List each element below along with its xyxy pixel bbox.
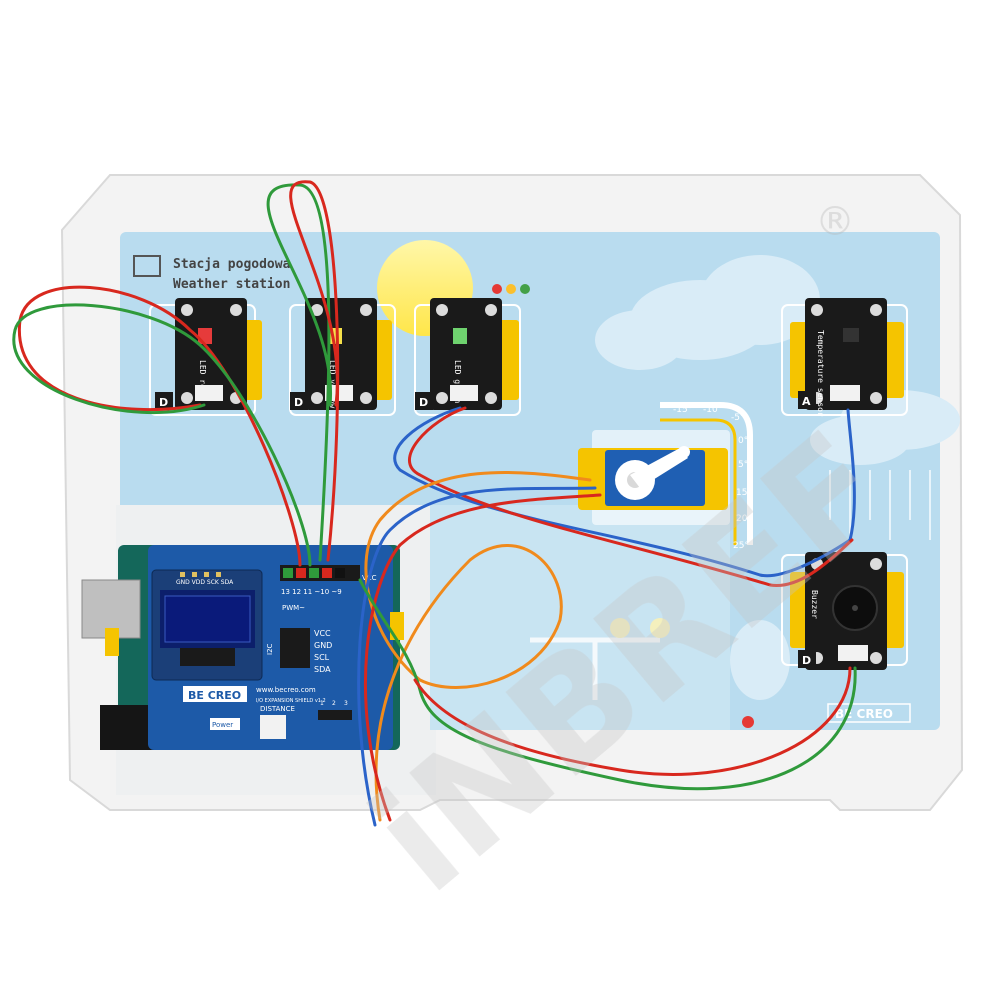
- scale-tick-5: 15°: [736, 488, 752, 498]
- led-red-port: D: [159, 396, 168, 409]
- title-pl: Stacja pogodowa: [173, 257, 291, 272]
- led-green-module: LED green D: [414, 298, 521, 416]
- buzzer-port: D: [802, 654, 811, 667]
- bottom-pin-2: 2: [332, 700, 336, 707]
- scale-tick-3: 0°: [738, 436, 748, 446]
- wires: [12, 180, 857, 827]
- cloud-decoration: [595, 255, 960, 700]
- led-green-label: LED green: [453, 360, 462, 404]
- i2c-pin-sda: SDA: [314, 665, 331, 674]
- temperature-label: Temperature sensor: [816, 330, 825, 417]
- thermometer-scale: -15° -10° -5° 0° 5° 15° 20° 25°: [660, 402, 753, 551]
- bottom-pin-3: 3: [344, 700, 348, 707]
- svg-text:BE CREO: BE CREO: [835, 707, 893, 721]
- dot-red: [492, 284, 502, 294]
- i2c-pin-vcc: VCC: [314, 629, 331, 638]
- pin-header-label: 13 12 11 ~10 ~9: [281, 588, 342, 596]
- led-red-module: LED red D: [149, 298, 262, 416]
- oled-pins-label: GND VDD SCK SDA: [176, 579, 234, 586]
- pwm-label: PWM~: [282, 604, 305, 612]
- thermo-bulb-decoration: [742, 716, 754, 728]
- watermark-mark: ®: [815, 199, 855, 245]
- servo-module: [578, 430, 730, 525]
- led-yellow-label: LED yellow: [328, 360, 337, 408]
- scale-tick-7: 25°: [733, 541, 749, 551]
- shield-brand: BE CREO: [188, 689, 241, 702]
- temperature-sensor-module: Temperature sensor A: [781, 298, 908, 417]
- shield-model: I/O EXPANSION SHIELD v1.2: [256, 698, 326, 704]
- panel-title: Stacja pogodowa Weather station: [133, 255, 291, 292]
- led-red-label: LED red: [198, 360, 207, 394]
- distance-label: DISTANCE: [260, 705, 295, 713]
- rain-lines-decoration: [829, 470, 931, 540]
- dot-yellow: [506, 284, 516, 294]
- shield-url: www.becreo.com: [256, 686, 316, 694]
- i2c-pin-gnd: GND: [314, 641, 332, 650]
- title-en: Weather station: [173, 277, 290, 292]
- power-label: Power: [212, 721, 233, 729]
- scale-tick-2: -5°: [731, 413, 744, 423]
- scale-tick-0: -15°: [673, 405, 692, 415]
- led-green-port: D: [419, 396, 428, 409]
- scale-tick-6: 20°: [736, 514, 752, 524]
- scale-tick-1: -10°: [703, 405, 722, 415]
- buzzer-label: Buzzer: [810, 590, 819, 619]
- oled-display: GND VDD SCK SDA: [151, 569, 263, 681]
- expansion-shield: GND VDD SCK SDA 13 12 11 ~10 ~9 PWM~ VCC…: [105, 545, 404, 750]
- dot-green: [520, 284, 530, 294]
- i2c-label: I2C: [266, 643, 274, 655]
- led-yellow-port: D: [294, 396, 303, 409]
- scale-tick-4: 5°: [738, 460, 748, 470]
- bottom-pin-1: 1: [320, 700, 324, 707]
- i2c-pin-scl: SCL: [314, 653, 330, 662]
- temperature-port: A: [802, 395, 811, 408]
